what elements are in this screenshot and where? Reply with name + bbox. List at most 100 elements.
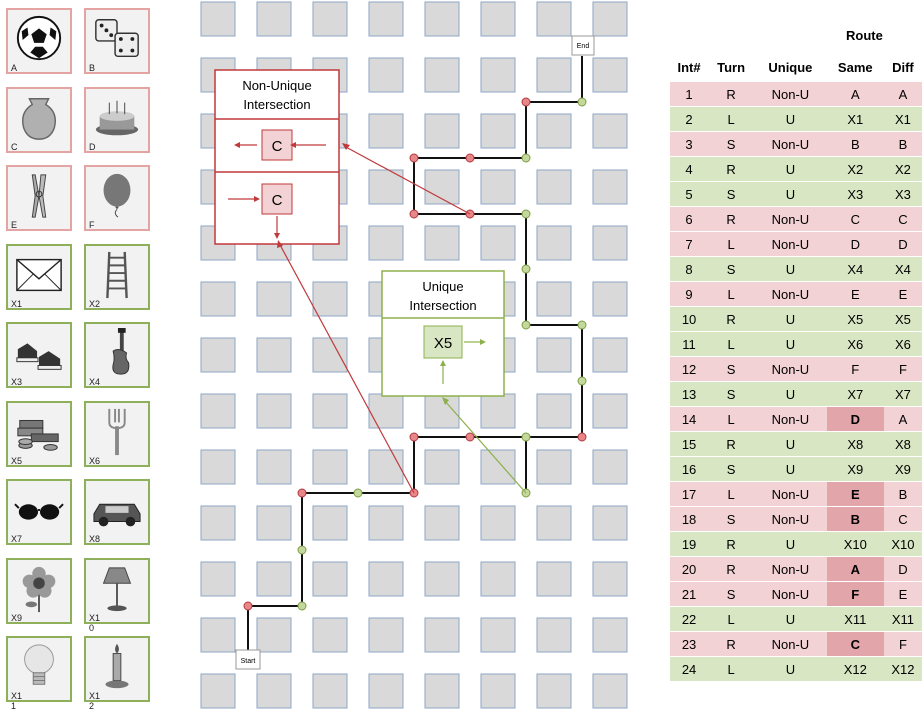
icon-label: D [89,141,96,152]
maze-block [368,57,404,93]
unique-dot [521,320,531,330]
cake-icon [95,100,139,135]
maze-block [368,617,404,653]
cell-n: 2 [670,106,709,132]
cell-unique: Non-U [754,406,827,432]
end-box [571,35,595,56]
cell-unique: Non-U [754,281,827,307]
unique-dot [521,432,531,442]
maze-block [480,449,516,485]
unique-dot [521,264,531,274]
cell-diff: X11 [883,606,922,632]
cell-turn: R [708,531,755,557]
maze-block [368,393,404,429]
cell-n: 5 [670,181,709,207]
maze-block [592,113,628,149]
maze-block [424,505,460,541]
car-icon [93,503,141,527]
soccer-ball-card: A [6,8,72,74]
maze-diagram: Start End Non-Unique Intersection C C Un… [200,1,628,709]
cell-same: X4 [826,256,884,282]
clothespin-icon [31,174,47,218]
icon-label: X7 [11,534,23,544]
cell-n: 17 [670,481,709,507]
cell-n: 6 [670,206,709,232]
light-bulb-icon [24,644,54,685]
maze-block [256,673,292,709]
maze-block [256,393,292,429]
cell-diff: X10 [883,531,922,557]
fork-icon [108,408,126,455]
cell-same: A [826,556,884,582]
icon-label: X1 2 [89,691,101,711]
cell-unique: Non-U [754,82,827,107]
maze-block [536,225,572,261]
cell-diff: E [883,581,922,607]
money-stack-icon [17,419,59,451]
non-unique-title-line1: Non-Unique [242,78,311,93]
cell-diff: A [883,406,922,432]
cell-diff: D [883,556,922,582]
maze-block [368,169,404,205]
maze-block [312,505,348,541]
cell-n: 18 [670,506,709,532]
light-bulb-card: X1 1 [6,636,72,711]
maze-block [424,449,460,485]
cell-turn: R [708,82,755,107]
unique-dot [577,376,587,386]
cell-same: F [826,356,884,382]
cell-unique: Non-U [754,131,827,157]
cell-turn: S [708,356,755,382]
sunglasses-card: X7 [6,479,72,545]
maze-block [592,505,628,541]
cell-turn: S [708,131,755,157]
cell-n: 15 [670,431,709,457]
guitar-card: X4 [84,322,150,388]
maze-block [592,393,628,429]
unique-dot [297,601,307,611]
cell-unique: U [754,456,827,482]
cell-n: 22 [670,606,709,632]
unique-dot [297,545,307,555]
icon-label: C [11,141,18,152]
maze-block [368,1,404,37]
maze-block [536,393,572,429]
cell-turn: S [708,456,755,482]
non-unique-letter-bottom: C [272,192,283,209]
maze-block [480,617,516,653]
maze-block [312,673,348,709]
column-header: Turn [717,59,746,75]
cell-turn: R [708,306,755,332]
cell-same: C [826,631,884,657]
cell-turn: L [708,406,755,432]
ladder-icon [106,251,128,298]
maze-block [424,1,460,37]
maze-block [480,673,516,709]
maze-block [480,113,516,149]
candle-icon [105,643,129,689]
cell-unique: U [754,106,827,132]
cell-n: 4 [670,156,709,182]
cell-turn: L [708,656,755,682]
icon-label: X5 [11,455,23,466]
maze-block [312,1,348,37]
maze-block [480,505,516,541]
maze-block [200,393,236,429]
vase-card: C [6,86,72,153]
cell-diff: X4 [883,256,922,282]
icon-label: F [89,220,95,230]
cell-same: X11 [826,606,884,632]
cell-diff: B [883,481,922,507]
cell-same: X8 [826,431,884,457]
cell-diff: D [883,231,922,257]
cell-turn: S [708,506,755,532]
maze-block [200,281,236,317]
unique-title-line2: Intersection [409,298,476,313]
cell-same: A [826,82,884,107]
cell-n: 9 [670,281,709,307]
maze-block [200,617,236,653]
non-unique-dot [243,601,253,611]
cell-same: X12 [826,656,884,682]
cell-unique: Non-U [754,206,827,232]
